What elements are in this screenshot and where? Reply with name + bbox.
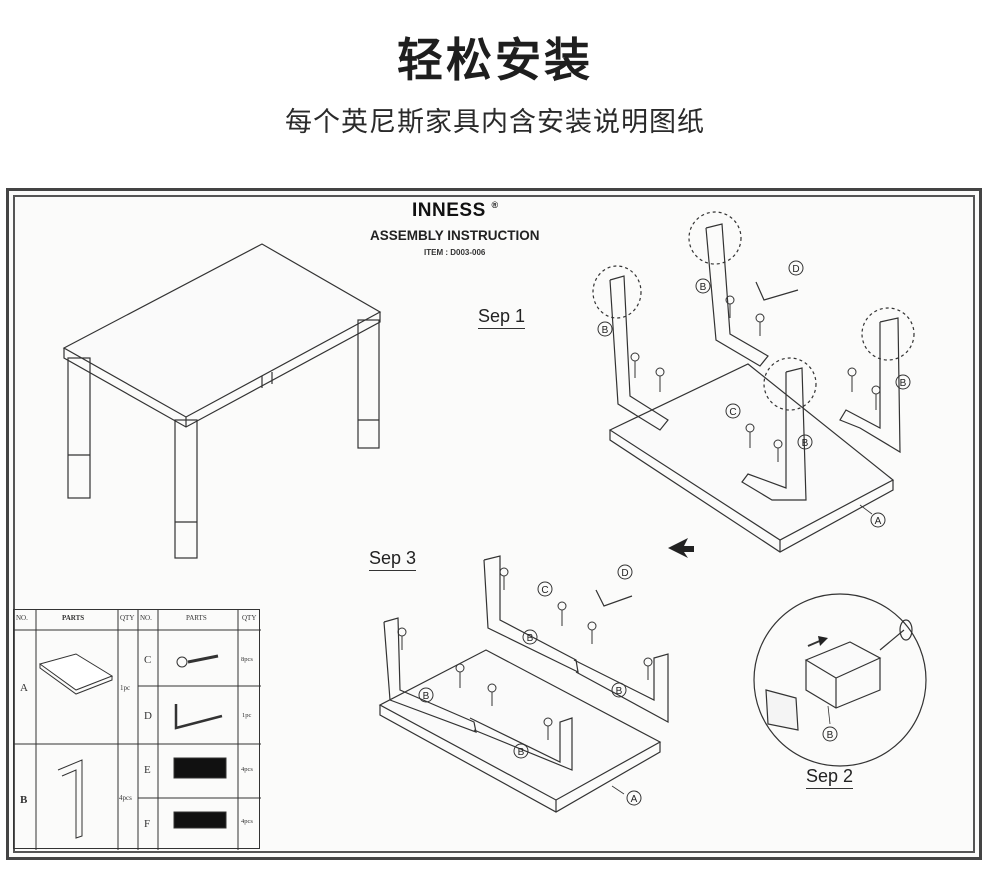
parts-table: NO. PARTS QTY NO. PARTS QTY A 1pc B 4pcs… [13,609,261,850]
direction-arrow [668,538,694,558]
parts-table-grid [14,610,261,850]
row-e-no: E [144,764,151,776]
row-a-qty: 1pc [120,684,131,692]
step-1-label: Sep 1 [478,306,526,329]
row-c-no: C [144,654,152,666]
brand-logo: INNESS ® [412,200,499,222]
row-b-qty: 4pcs [119,794,132,802]
callout-b-4: B [900,378,907,389]
callout-c-2: C [541,585,548,596]
page-title: 轻松安装 [397,33,593,87]
row-f-qty: 4pcs [241,818,253,825]
callout-a-1: A [875,516,882,527]
page-subtitle: 每个英尼斯家具内含安装说明图纸 [285,107,705,138]
header-qty-2: QTY [242,614,257,622]
row-e-qty: 4pcs [241,766,253,773]
registered-mark: ® [491,200,499,210]
row-d-qty: 1pc [242,712,252,719]
callout-d-2: D [621,568,628,579]
callout-b-8: B [518,747,525,758]
step-3-label: Sep 3 [369,548,417,571]
callout-b-6: B [616,686,623,697]
step-3-drawing [378,555,669,813]
callout-b-5: B [527,633,534,644]
sheet-border [13,195,975,853]
callout-b-9: B [827,730,834,741]
callout-d-1: D [792,264,799,275]
row-c-qty: 8pcs [241,656,253,663]
brand-name: INNESS [412,200,486,221]
header-no-2: NO. [140,614,152,622]
step-2-detail-drawing [753,593,927,767]
callout-b-3: B [802,438,809,449]
row-d-no: D [144,710,152,722]
header-qty-1: QTY [120,614,135,622]
item-code: ITEM : D003-006 [424,248,486,257]
callout-a-2: A [631,794,638,805]
row-b-no: B [20,794,28,806]
assembled-table-drawing [62,243,382,559]
callout-b-2: B [700,282,707,293]
step-1-drawing [592,211,915,553]
header-parts-1: PARTS [62,614,85,622]
row-f-no: F [144,818,151,830]
callout-circles [418,260,911,806]
callout-c-1: C [729,407,736,418]
step-2-label: Sep 2 [806,766,854,789]
callout-letters: B B D C B B A C D B B B B A B [423,264,907,805]
sheet-title: ASSEMBLY INSTRUCTION [370,228,540,243]
callout-b-1: B [602,325,609,336]
row-a-no: A [20,682,28,694]
header-parts-2: PARTS [186,614,207,622]
callout-b-7: B [423,691,430,702]
header-no-1: NO. [16,614,28,622]
